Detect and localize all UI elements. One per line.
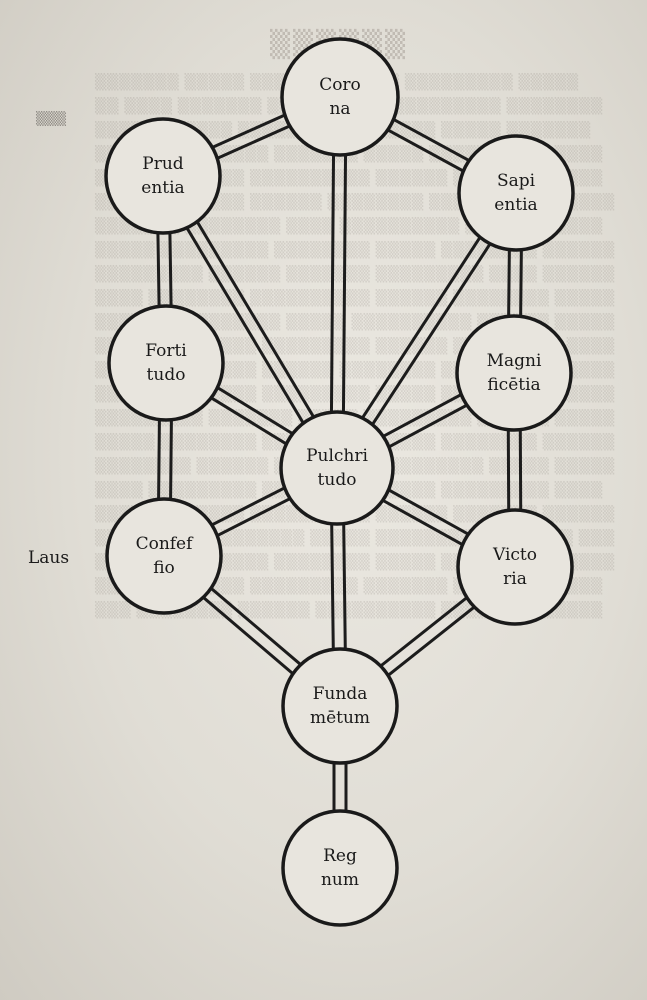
node-magnificentia-line2: ficētia [487, 375, 541, 395]
node-regnum: Reg num [285, 844, 395, 892]
node-fortitudo-line2: tudo [146, 365, 186, 385]
node-regnum-line1: Reg [323, 846, 357, 866]
circle-magnificentia [455, 314, 573, 432]
node-confessio-line1: Confef [135, 534, 193, 554]
node-victoria: Victo ria [460, 543, 570, 591]
side-label-laus: Laus [28, 548, 70, 568]
node-fundamentum: Funda mētum [285, 682, 395, 730]
node-victoria-line2: ria [503, 569, 527, 589]
node-confessio: Confef fio [109, 532, 219, 580]
node-confessio-line2: fio [153, 558, 175, 578]
node-fortitudo-line1: Forti [145, 341, 187, 361]
node-prudentia-line1: Prud [142, 154, 184, 174]
node-magnificentia-line1: Magni [486, 351, 542, 371]
circle-confessio [105, 497, 223, 615]
node-magnificentia: Magni ficētia [459, 349, 569, 397]
circle-corona [280, 37, 400, 157]
circle-prudentia [104, 117, 222, 235]
node-sapientia: Sapi entia [461, 169, 571, 217]
node-prudentia: Prud entia [108, 152, 218, 200]
node-fundamentum-line2: mētum [309, 708, 371, 728]
node-fundamentum-line1: Funda [312, 684, 368, 704]
circle-regnum [281, 809, 399, 927]
node-sapientia-line1: Sapi [496, 171, 536, 191]
node-corona-line1: Coro [319, 75, 361, 95]
node-pulchritudo-line2: tudo [317, 470, 357, 490]
circle-sapientia [457, 134, 575, 252]
circle-fundamentum [281, 647, 399, 765]
node-prudentia-line2: entia [141, 178, 185, 198]
node-regnum-line2: num [320, 870, 360, 890]
node-fortitudo: Forti tudo [111, 339, 221, 387]
node-corona-line2: na [329, 99, 351, 119]
circle-fortitudo [107, 304, 225, 422]
node-pulchritudo: Pulchri tudo [282, 444, 392, 492]
circle-pulchritudo [279, 410, 395, 526]
node-sapientia-line2: entia [494, 195, 538, 215]
circle-victoria [456, 508, 574, 626]
node-corona: Coro na [285, 73, 395, 121]
node-victoria-line1: Victo [492, 545, 537, 565]
tree-nodes [104, 37, 575, 927]
path-corona-pulchritudo [329, 96, 348, 469]
faint-margin-note: ▒▒▒ [36, 112, 66, 127]
node-pulchritudo-line1: Pulchri [306, 446, 368, 466]
